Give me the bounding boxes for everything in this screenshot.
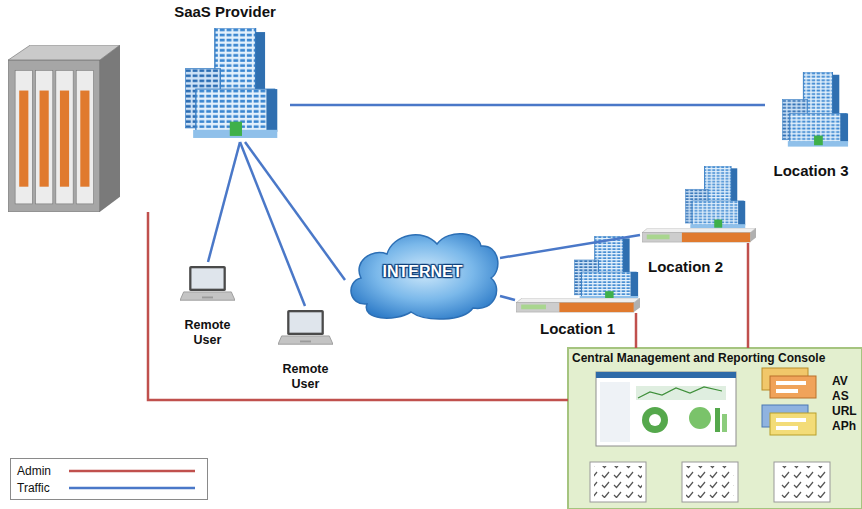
- legend-text: Admin: [17, 464, 69, 478]
- saas-provider-building: SaaS Provider: [160, 0, 290, 142]
- console-panel: [568, 348, 862, 509]
- legend-row: Traffic: [17, 479, 201, 496]
- building-icon: [782, 72, 848, 147]
- cloud-label: INTERNET: [383, 262, 463, 281]
- traffic-link: [240, 142, 305, 306]
- legend-line: [69, 486, 195, 489]
- traffic-link: [500, 235, 640, 258]
- remote-user-laptop: Remote User: [170, 262, 245, 350]
- console-screenshot: [596, 372, 736, 446]
- traffic-link: [245, 142, 345, 280]
- laptop-icon: [278, 310, 333, 344]
- traffic-link: [208, 142, 240, 262]
- legend-row: Admin: [17, 462, 201, 479]
- location-building: Location 2: [640, 168, 758, 278]
- legend-box: AdminTraffic: [10, 458, 208, 500]
- legend-line-sample: [69, 466, 197, 476]
- admin-wire: [747, 243, 750, 278]
- admin-link: [635, 340, 638, 348]
- appliance-icon: [516, 298, 640, 312]
- remote-user-laptop: Remote User: [268, 306, 343, 394]
- legend-line: [69, 469, 195, 472]
- policy-icons: [762, 368, 816, 435]
- admin-wire: [635, 313, 638, 340]
- legend-text: Traffic: [17, 481, 69, 495]
- internet-cloud: INTERNET: [345, 222, 500, 322]
- checklist-icons: [590, 462, 830, 502]
- building-icon: [574, 236, 638, 301]
- building-icon: [685, 166, 745, 229]
- node-label: Remote User: [268, 362, 343, 392]
- panel-title: Central Management and Reporting Console: [572, 351, 825, 365]
- node-label: Location 1: [540, 320, 615, 338]
- management-console: Central Management and Reporting Console: [568, 348, 862, 509]
- policy-label: APh: [832, 419, 856, 433]
- node-label: Location 2: [648, 258, 723, 276]
- policy-label: AS: [832, 389, 849, 403]
- location-building: Location 3: [765, 70, 857, 182]
- traffic-link: [500, 296, 515, 300]
- legend-line-sample: [69, 483, 197, 493]
- node-label: Remote User: [170, 318, 245, 348]
- node-label: Location 3: [773, 162, 848, 180]
- cloud-shape: [351, 234, 498, 319]
- policy-label: AV: [832, 374, 848, 388]
- laptop-icon: [180, 266, 235, 300]
- node-label: SaaS Provider: [174, 3, 276, 21]
- admin-link: [747, 278, 750, 348]
- location-building: Location 1: [515, 236, 645, 340]
- building-icon: [185, 28, 277, 138]
- policy-label: URL: [832, 404, 857, 418]
- traffic-link: [290, 104, 765, 107]
- server-rack: [8, 45, 120, 212]
- admin-wire: [148, 212, 568, 400]
- appliance-icon: [642, 228, 756, 242]
